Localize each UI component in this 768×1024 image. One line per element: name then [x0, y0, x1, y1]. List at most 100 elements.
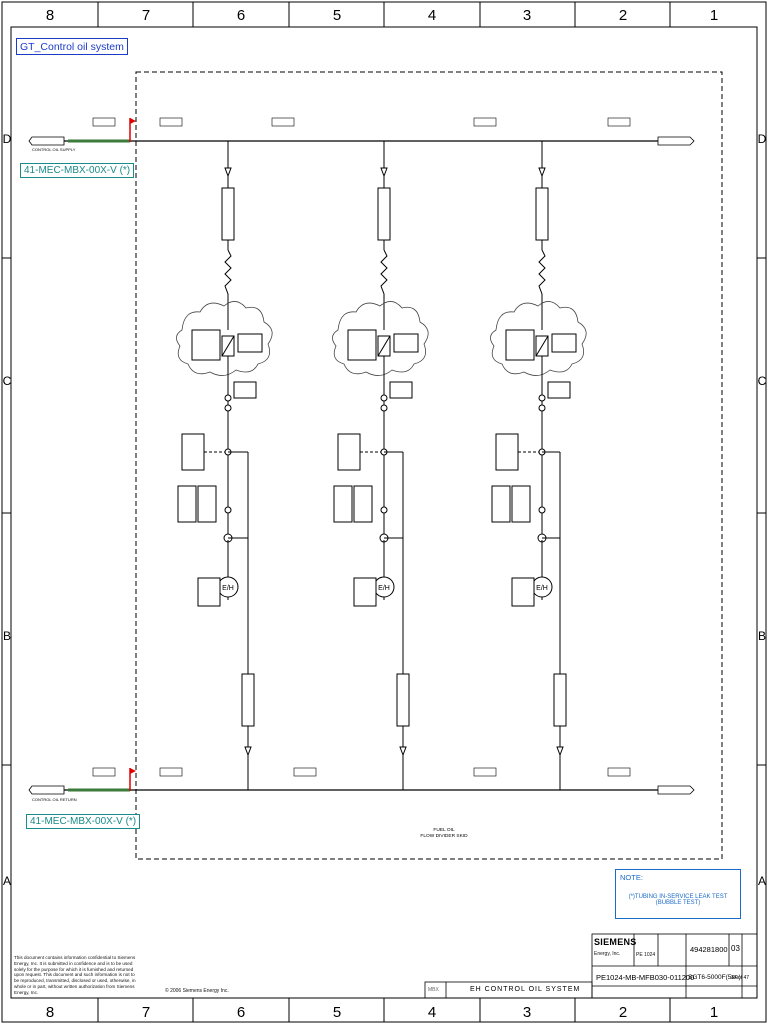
- confidentiality-statement: This document contains information confi…: [14, 955, 136, 995]
- note-title: NOTE:: [620, 873, 643, 882]
- supply-header-label: CONTROL OIL SUPPLY: [32, 147, 76, 152]
- supply-highlight-line: [68, 139, 130, 143]
- revision: 03: [731, 944, 740, 953]
- drawing-id: PE1024-MB-MFB030-011200: [596, 973, 695, 982]
- servo-tag-box: [353, 485, 373, 523]
- control-oil-branch: E/H: [490, 141, 587, 790]
- tubing-tag: [396, 673, 410, 727]
- control-oil-branch: E/H: [332, 141, 429, 790]
- valve: [538, 506, 546, 514]
- dp-tag-box: [237, 333, 263, 353]
- zone-row-label: B: [758, 629, 766, 643]
- zone-column-label: 8: [46, 1004, 54, 1021]
- pipe-tag-top: 41-MEC-MBX-00X-V (*): [20, 163, 135, 178]
- flex-hose: [380, 249, 388, 330]
- offpage-connector-right-top: [657, 136, 695, 146]
- filter-slash: [535, 335, 549, 357]
- instrument-tag-box: [547, 381, 571, 399]
- return-header-label: CONTROL OIL RETURN: [32, 797, 77, 802]
- zone-column-label: 7: [142, 7, 150, 24]
- filter-enclosure: [490, 301, 587, 376]
- eh-actuator-label: E/H: [222, 585, 234, 592]
- valve: [538, 394, 546, 402]
- zone-row-label: C: [758, 374, 767, 388]
- valve: [380, 506, 388, 514]
- dp-tag-box: [393, 333, 419, 353]
- zone-row-label: A: [3, 874, 11, 888]
- zone-column-label: 3: [523, 7, 531, 24]
- servo-tag-box: [511, 485, 531, 523]
- zone-column-label: 3: [523, 1004, 531, 1021]
- zone-row-label: B: [3, 629, 11, 643]
- actuator-tag-box: [353, 577, 377, 607]
- zone-row-label: D: [3, 132, 12, 146]
- zone-row-label: C: [3, 374, 12, 388]
- instrument-tag-box: [389, 381, 413, 399]
- doc-number: 494281800: [690, 945, 728, 954]
- sheet-number: 37 of 47: [731, 975, 750, 981]
- filter-tag-box: [505, 329, 535, 361]
- dp-tag-box: [551, 333, 577, 353]
- zone-column-label: 6: [237, 1004, 245, 1021]
- instrument-tag-box: [233, 381, 257, 399]
- check-valve: [244, 746, 252, 757]
- skid-boundary: [135, 71, 723, 860]
- diagram-title: GT_Control oil system (MBX): [16, 38, 128, 55]
- skid-label: FUEL OIL FLOW DIVIDER SKID: [404, 828, 484, 840]
- header-tag-boxes: [92, 117, 631, 777]
- valve: [224, 404, 232, 412]
- check-valve: [538, 167, 546, 178]
- offpage-connector-left-bottom: [28, 785, 65, 795]
- filter-slash: [377, 335, 391, 357]
- zone-column-label: 5: [333, 1004, 341, 1021]
- flex-hose: [538, 249, 546, 330]
- control-oil-branch: E/H: [176, 141, 273, 790]
- valve: [380, 404, 388, 412]
- zone-column-label: 6: [237, 7, 245, 24]
- filter-tag-box: [347, 329, 377, 361]
- zone-column-label: 5: [333, 7, 341, 24]
- zone-column-label: 4: [428, 1004, 436, 1021]
- check-valve: [399, 746, 407, 757]
- red-flag-marker: [129, 768, 136, 791]
- filter-enclosure: [332, 301, 429, 376]
- check-valve: [224, 167, 232, 178]
- servo-tag-box: [181, 433, 205, 471]
- skid-label-line-2: FLOW DIVIDER SKID: [420, 834, 468, 839]
- servo-tag-box: [333, 485, 353, 523]
- zone-column-label: 8: [46, 7, 54, 24]
- eh-actuator-label: E/H: [378, 585, 390, 592]
- tubing-tag: [377, 187, 391, 241]
- flex-hose: [224, 249, 232, 330]
- return-highlight-line: [68, 788, 130, 792]
- zone-row-label: D: [758, 132, 767, 146]
- company-subtitle: Energy, Inc.: [594, 951, 621, 957]
- zone-column-label: 7: [142, 1004, 150, 1021]
- control-oil-branches: E/H E/H E/H: [176, 141, 587, 790]
- servo-tag-box: [491, 485, 511, 523]
- tubing-tag: [241, 673, 255, 727]
- zone-column-label: 1: [710, 1004, 718, 1021]
- servo-tag-box: [337, 433, 361, 471]
- tubing-tag: [221, 187, 235, 241]
- filter-tag-box: [191, 329, 221, 361]
- filter-enclosure: [176, 301, 273, 376]
- company-logo: SIEMENS: [594, 937, 637, 947]
- system-name: EH CONTROL OIL SYSTEM: [470, 986, 581, 993]
- zone-column-label: 2: [619, 1004, 627, 1021]
- zone-column-label: 2: [619, 7, 627, 24]
- filter-slash: [221, 335, 235, 357]
- red-flag-marker: [129, 118, 136, 142]
- offpage-connector-left-top: [28, 136, 65, 146]
- copyright-text: © 2006 Siemens Energy Inc.: [165, 988, 229, 994]
- check-valve: [556, 746, 564, 757]
- zone-row-label: A: [758, 874, 766, 888]
- servo-tag-box: [177, 485, 197, 523]
- check-valve: [380, 167, 388, 178]
- zone-column-label: 1: [710, 7, 718, 24]
- valve: [538, 404, 546, 412]
- note-body: (*)TUBING IN-SERVICE LEAK TEST (BUBBLE T…: [628, 894, 728, 906]
